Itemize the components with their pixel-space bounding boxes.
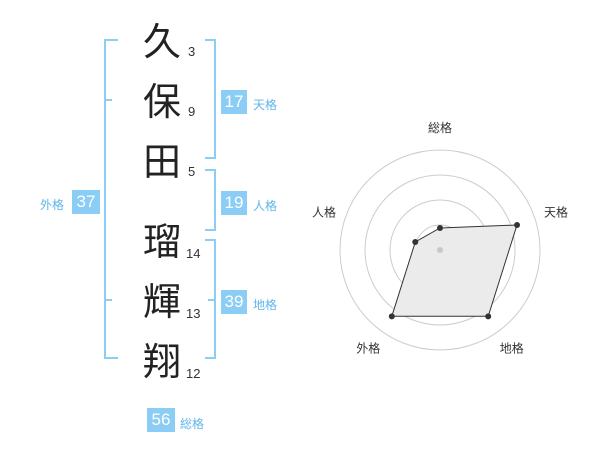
stroke-count-6: 12 xyxy=(186,366,201,381)
radar-axis-label-2: 天格 xyxy=(544,204,568,219)
gaikaku-label: 外格 xyxy=(40,198,65,212)
name-char-5: 輝 xyxy=(142,280,181,324)
jinkaku-label: 人格 xyxy=(253,199,278,213)
stroke-count-4: 14 xyxy=(186,246,201,261)
radar-point-5 xyxy=(412,238,419,245)
soukaku-value-badge: 56 xyxy=(147,408,175,432)
name-char-4: 瑠 xyxy=(142,220,181,264)
name-char-2: 保 xyxy=(142,80,181,124)
stroke-count-2: 9 xyxy=(188,104,196,119)
stroke-count-3: 5 xyxy=(188,164,196,179)
soukaku-label: 総格 xyxy=(180,417,205,431)
name-char-6: 翔 xyxy=(142,340,181,384)
radar-axis-label-1: 総格 xyxy=(428,120,452,135)
tenkaku-label: 天格 xyxy=(253,98,278,112)
radar-ring-4 xyxy=(339,149,541,351)
radar-series-area xyxy=(391,224,518,317)
radar-point-4 xyxy=(388,313,395,320)
jinkaku-value-badge: 19 xyxy=(221,191,247,215)
radar-axis-label-3: 地格 xyxy=(500,341,524,356)
radar-point-1 xyxy=(437,225,443,231)
radar-ring-3 xyxy=(364,174,516,326)
radar-point-2 xyxy=(514,221,521,228)
radar-center-dot xyxy=(437,247,443,253)
stroke-count-1: 3 xyxy=(188,44,196,59)
radar-axis-label-5: 人格 xyxy=(312,204,336,219)
tenkaku-value-badge: 17 xyxy=(221,90,247,114)
radar-point-3 xyxy=(485,313,492,320)
gaikaku-value-badge: 37 xyxy=(72,190,100,214)
radar-axis-label-4: 外格 xyxy=(356,341,380,356)
stroke-count-5: 13 xyxy=(186,306,201,321)
radar-points xyxy=(388,221,521,320)
chikaku-value-badge: 39 xyxy=(221,290,247,314)
bracket-lines xyxy=(104,39,216,359)
chikaku-label: 地格 xyxy=(253,298,278,312)
name-char-3: 田 xyxy=(142,140,181,184)
name-char-1: 久 xyxy=(142,20,181,64)
